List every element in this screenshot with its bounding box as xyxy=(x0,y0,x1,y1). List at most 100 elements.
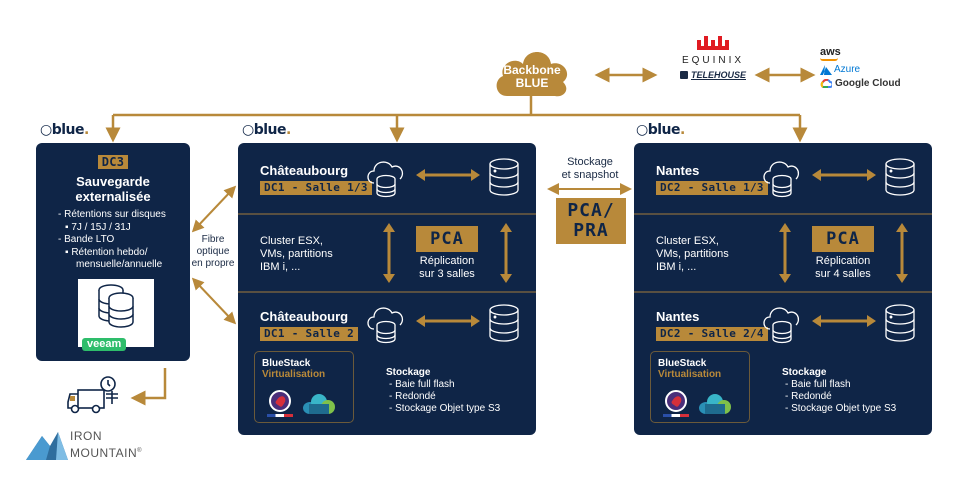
dc3-tag: DC3 xyxy=(97,155,129,169)
bluestack-title: BlueStack xyxy=(658,358,707,369)
blue-logo-dc2: ○blue. xyxy=(636,122,685,138)
storage-snapshot-label: Stockage et snapshot xyxy=(561,156,619,181)
vmware-cloud-icon xyxy=(699,394,731,414)
azure-icon xyxy=(820,64,832,75)
room2-cloud-db-icon xyxy=(762,303,802,345)
dc3-retention-list: - Rétentions sur disques ▪ 7J / 15J / 31… xyxy=(36,209,190,272)
iron-mountain-logo: IRON MOUNTAIN® xyxy=(26,428,156,462)
cloud-providers: aws Azure Google Cloud xyxy=(820,46,901,89)
iron-mountain-line2: MOUNTAIN xyxy=(70,446,138,460)
fibre-arrow-down xyxy=(191,277,237,325)
azure-logo: Azure xyxy=(820,64,901,75)
backbone-line1: Backbone xyxy=(503,63,561,77)
mountain-icon xyxy=(26,432,68,460)
vertical-arrow-right xyxy=(896,223,908,283)
storage-text: Stockage - Baie full flash - Redondé - S… xyxy=(782,367,897,414)
room2-tag: DC1 - Salle 2 xyxy=(260,327,358,341)
backbone-cloud: Backbone BLUE xyxy=(493,44,571,100)
dc3-to-truck xyxy=(130,368,167,406)
bluestack-title: BlueStack xyxy=(262,358,311,369)
vertical-arrow-left xyxy=(779,223,791,283)
room1-cloud-db-icon xyxy=(366,157,406,199)
room1-name: Châteaubourg xyxy=(260,163,349,178)
dc3-item: - Rétentions sur disques xyxy=(58,209,166,220)
equinix-text: EQUINIX xyxy=(681,55,745,66)
telehouse-logo: TELEHOUSE xyxy=(665,70,761,80)
cloud-shape-icon xyxy=(496,52,568,97)
vmware-cloud-icon xyxy=(303,394,335,414)
pca-badge: PCA xyxy=(416,226,478,252)
telehouse-text: TELEHOUSE xyxy=(690,70,746,80)
site-box-nantes: Nantes DC2 - Salle 1/3 Cluster ESX, VMs,… xyxy=(634,143,932,435)
blue-logo-dc1: ○blue. xyxy=(242,122,291,138)
bluestack-subtitle: Virtualisation xyxy=(658,369,722,380)
cluster-text: Cluster ESX, VMs, partitions IBM i, ... xyxy=(260,235,333,273)
google-cloud-icon xyxy=(820,79,832,88)
database-icon xyxy=(98,284,134,328)
backbone-line2: BLUE xyxy=(515,76,549,90)
room2-cloud-db-icon xyxy=(366,303,406,345)
telehouse-icon xyxy=(679,71,688,79)
iron-mountain-line1: IRON xyxy=(70,429,102,443)
vertical-arrow-left xyxy=(383,223,395,283)
dc3-title: Sauvegarde externalisée xyxy=(75,174,151,204)
room2-sync-arrow xyxy=(812,315,876,327)
room2-sync-arrow xyxy=(416,315,480,327)
room1-header: Châteaubourg DC1 - Salle 1/3 xyxy=(260,163,372,196)
room1-sync-arrow xyxy=(812,169,876,181)
room1-sync-arrow xyxy=(416,169,480,181)
room1-header: Nantes DC2 - Salle 1/3 xyxy=(656,163,768,196)
room1-database-icon xyxy=(884,157,916,197)
bluestack-subtitle: Virtualisation xyxy=(262,369,326,380)
rocket-badge-icon xyxy=(665,390,687,412)
equinix-logo: EQUINIX TELEHOUSE xyxy=(665,34,761,80)
equinix-mark-icon xyxy=(697,36,729,50)
dc3-box: DC3 Sauvegarde externalisée - Rétentions… xyxy=(36,143,190,361)
vertical-arrow-right xyxy=(500,223,512,283)
room2-name: Châteaubourg xyxy=(260,309,349,324)
room2-header: Châteaubourg DC1 - Salle 2 xyxy=(260,309,358,342)
aws-smile-icon xyxy=(820,58,838,61)
blue-mark-icon: ○ xyxy=(242,122,254,138)
aws-logo: aws xyxy=(820,46,901,61)
room-divider xyxy=(634,213,932,215)
blue-logo-dc3: ○blue. xyxy=(40,122,89,138)
room2-tag: DC2 - Salle 2/4 xyxy=(656,327,768,341)
blue-mark-icon: ○ xyxy=(40,122,52,138)
room-divider xyxy=(238,213,536,215)
storage-text: Stockage - Baie full flash - Redondé - S… xyxy=(386,367,501,414)
bluestack-panel: BlueStack Virtualisation xyxy=(254,351,354,423)
google-cloud-logo: Google Cloud xyxy=(820,78,901,89)
pca-badge: PCA xyxy=(812,226,874,252)
room-divider xyxy=(634,291,932,293)
dc3-item: - Bande LTO xyxy=(58,234,115,245)
veeam-panel: veeam xyxy=(78,279,154,351)
room1-tag: DC2 - Salle 1/3 xyxy=(656,181,768,195)
room2-header: Nantes DC2 - Salle 2/4 xyxy=(656,309,768,342)
room2-database-icon xyxy=(488,303,520,343)
french-flag-icon xyxy=(663,414,689,417)
room-divider xyxy=(238,291,536,293)
fibre-label: Fibre optique en propre xyxy=(191,234,235,269)
room2-name: Nantes xyxy=(656,309,700,324)
dc3-item: ▪ 7J / 15J / 31J xyxy=(65,221,131,233)
blue-mark-icon: ○ xyxy=(636,122,648,138)
room1-name: Nantes xyxy=(656,163,700,178)
room1-database-icon xyxy=(488,157,520,197)
room2-database-icon xyxy=(884,303,916,343)
rocket-badge-icon xyxy=(269,390,291,412)
dc3-item: ▪ Rétention hebdo/ xyxy=(65,246,148,258)
replication-text: Réplication sur 4 salles xyxy=(815,255,871,280)
pca-pra-badge: PCA/ PRA xyxy=(556,198,626,244)
delivery-truck-icon xyxy=(67,376,118,414)
dc3-item: mensuelle/annuelle xyxy=(76,259,163,270)
room1-cloud-db-icon xyxy=(762,157,802,199)
bluestack-panel: BlueStack Virtualisation xyxy=(650,351,750,423)
fibre-arrow-up xyxy=(191,185,237,233)
french-flag-icon xyxy=(267,414,293,417)
replication-text: Réplication sur 3 salles xyxy=(419,255,475,280)
room1-tag: DC1 - Salle 1/3 xyxy=(260,181,372,195)
veeam-logo: veeam xyxy=(82,338,127,351)
site-box-chateaubourg: Châteaubourg DC1 - Salle 1/3 Cluster ESX… xyxy=(238,143,536,435)
